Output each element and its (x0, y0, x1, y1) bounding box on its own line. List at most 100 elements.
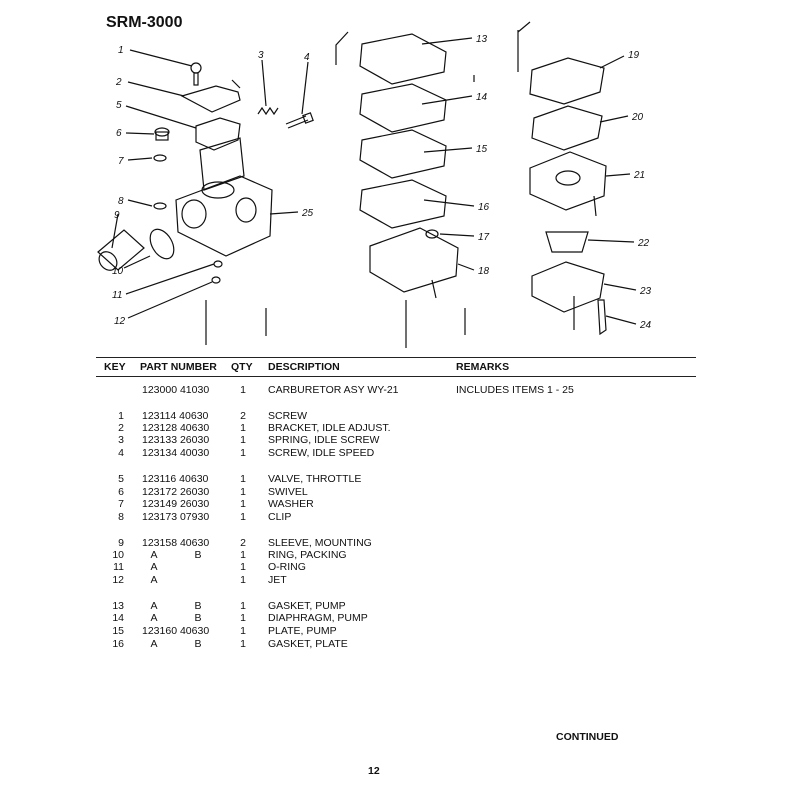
cell-desc: SCREW, IDLE SPEED (268, 447, 375, 459)
cell-desc: CARBURETOR ASY WY-21 (268, 384, 399, 396)
cell-pa: 123158 40630 (142, 537, 210, 549)
cell-key: 2 (118, 422, 124, 434)
cup-icon (545, 231, 589, 253)
throttle-valve-icon (195, 117, 241, 151)
cell-key: 3 (118, 434, 124, 446)
cell-desc: O-RING (268, 561, 306, 573)
callout-6: 6 (116, 128, 122, 139)
cell-qty: 1 (240, 574, 246, 586)
washer-icon (153, 154, 167, 162)
exploded-parts-diagram: 1 2 3 4 5 6 7 8 9 10 11 12 13 14 15 16 1… (97, 21, 652, 348)
cell-desc: RING, PACKING (268, 549, 347, 561)
cell-qty: 1 (240, 612, 246, 624)
cell-qty: 1 (240, 625, 246, 637)
plate-pump-icon (359, 129, 447, 179)
cell-pc: B (194, 600, 202, 612)
cell-pa: 123134 40030 (142, 447, 210, 459)
callout-20: 20 (631, 112, 644, 123)
callout-19: 19 (628, 50, 640, 61)
cell-key: 7 (118, 498, 124, 510)
cell-qty: 1 (240, 422, 246, 434)
callout-22: 22 (637, 238, 650, 249)
cell-desc: PLATE, PUMP (268, 625, 337, 637)
cell-key: 13 (112, 600, 124, 612)
diaphragm-icon (531, 105, 603, 151)
cell-pc: B (194, 612, 202, 624)
header-top-rule (96, 357, 696, 358)
diaphragm-pump-icon (359, 83, 447, 133)
cell-desc: SLEEVE, MOUNTING (268, 537, 372, 549)
sleeve-icon (97, 229, 145, 271)
bracket-icon (180, 79, 241, 113)
cell-pb: A (150, 612, 158, 624)
cell-desc: VALVE, THROTTLE (268, 473, 362, 485)
cell-qty: 1 (240, 384, 246, 396)
cell-pb: A (150, 574, 158, 586)
header-key: KEY (104, 361, 126, 373)
continued-label: CONTINUED (556, 731, 619, 743)
callout-13: 13 (476, 34, 488, 45)
bracket-line (335, 31, 349, 65)
cover-body-icon (369, 227, 459, 299)
cell-pa: 123172 26030 (142, 486, 210, 498)
cell-pb: A (150, 638, 158, 650)
header-part-number: PART NUMBER (140, 361, 217, 373)
callout-25: 25 (301, 208, 314, 219)
cell-pb: A (150, 600, 158, 612)
callout-1: 1 (118, 45, 124, 56)
callout-21: 21 (633, 170, 645, 181)
clip-icon (153, 202, 167, 210)
cell-pa: 123173 07930 (142, 511, 210, 523)
cell-desc: SPRING, IDLE SCREW (268, 434, 380, 446)
cell-desc: SWIVEL (268, 486, 308, 498)
callout-17: 17 (478, 232, 490, 243)
cell-key: 8 (118, 511, 124, 523)
cell-pa: 123149 26030 (142, 498, 210, 510)
gasket-pump-icon (359, 33, 447, 85)
carburetor-body-icon (175, 137, 273, 257)
cell-qty: 1 (240, 498, 246, 510)
cell-rem: INCLUDES ITEMS 1 - 25 (456, 384, 574, 396)
cell-qty: 1 (240, 434, 246, 446)
callout-5: 5 (116, 100, 122, 111)
header-qty: QTY (231, 361, 253, 373)
cell-qty: 1 (240, 600, 246, 612)
header-bottom-rule (96, 376, 696, 377)
callout-15: 15 (476, 144, 488, 155)
cell-pa: 123114 40630 (142, 410, 209, 422)
callout-11: 11 (112, 290, 122, 301)
callout-4: 4 (304, 52, 310, 63)
cell-desc: SCREW (268, 410, 308, 422)
spring-icon (257, 106, 279, 116)
cell-desc: GASKET, PUMP (268, 600, 346, 612)
cell-pa: 123160 40630 (142, 625, 210, 637)
cell-pa: 123116 40630 (142, 473, 209, 485)
screw-icon (190, 62, 202, 86)
cell-qty: 1 (240, 638, 246, 650)
cell-key: 5 (118, 473, 124, 485)
cell-desc: BRACKET, IDLE ADJUST. (268, 422, 391, 434)
callout-3: 3 (258, 50, 264, 61)
cell-key: 16 (112, 638, 124, 650)
cell-qty: 1 (240, 549, 246, 561)
o-ring-icon (213, 260, 223, 268)
cell-pb: A (150, 561, 158, 573)
cell-pa: 123000 41030 (142, 384, 210, 396)
cell-key: 10 (112, 549, 124, 561)
cell-qty: 1 (240, 473, 246, 485)
screw-icon (597, 299, 607, 336)
packing-ring-icon (149, 228, 175, 260)
cell-qty: 1 (240, 486, 246, 498)
idle-screw-icon (285, 112, 314, 129)
screw-icon (425, 229, 439, 239)
callout-7: 7 (118, 156, 124, 167)
cell-key: 9 (118, 537, 124, 549)
cell-key: 6 (118, 486, 124, 498)
cell-qty: 1 (240, 511, 246, 523)
callout-9: 9 (114, 210, 120, 221)
cell-key: 15 (112, 625, 124, 637)
gasket-plate-icon (359, 179, 447, 229)
page-number: 12 (368, 765, 380, 777)
page-title: SRM-3000 (106, 14, 183, 31)
cell-qty: 1 (240, 447, 246, 459)
